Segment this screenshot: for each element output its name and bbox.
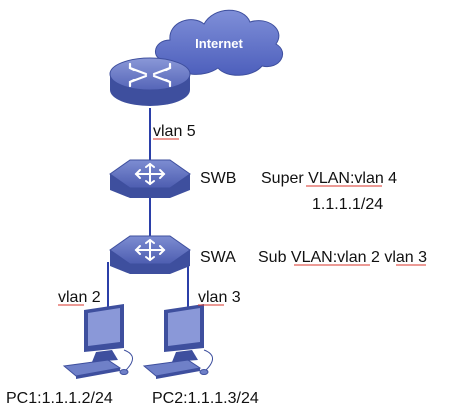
pc2-icon [142, 304, 213, 379]
swa-sub-vlan: VLAN:vlan [291, 249, 367, 266]
internet-cloud-icon: Internet [155, 9, 283, 76]
pc2-label: PC2:1.1.1.3/24 [152, 390, 259, 407]
swa-sub-mid: 2 [367, 249, 385, 266]
swa-sub-prefix: Sub [258, 249, 291, 266]
link-label-vlan5: vlan 5 [153, 123, 196, 140]
swa-name: SWA [200, 249, 236, 266]
switch-swb-icon [109, 159, 191, 198]
swb-name: SWB [200, 170, 236, 187]
swa-sub-suffix: 3 [414, 249, 427, 266]
pc1-icon [62, 304, 133, 379]
swa-sub-vlan3: vlan [384, 249, 413, 266]
swb-ip: 1.1.1.1/24 [312, 196, 383, 213]
pc1-label: PC1:1.1.1.2/24 [6, 390, 113, 407]
swb-super-prefix: Super [261, 170, 308, 187]
swb-super-vlan: VLAN:vlan [308, 170, 384, 187]
swb-super-vlan-line: Super VLAN:vlan 4 [261, 170, 397, 187]
link-label-vlan2: vlan 2 [58, 289, 101, 306]
switch-swa-icon [109, 235, 191, 274]
swa-sub-vlan-line: Sub VLAN:vlan 2 vlan 3 [258, 249, 427, 266]
swb-super-suffix: 4 [384, 170, 397, 187]
router-icon [109, 57, 191, 106]
link-label-vlan3: vlan 3 [198, 289, 241, 306]
cloud-label: Internet [195, 36, 243, 51]
